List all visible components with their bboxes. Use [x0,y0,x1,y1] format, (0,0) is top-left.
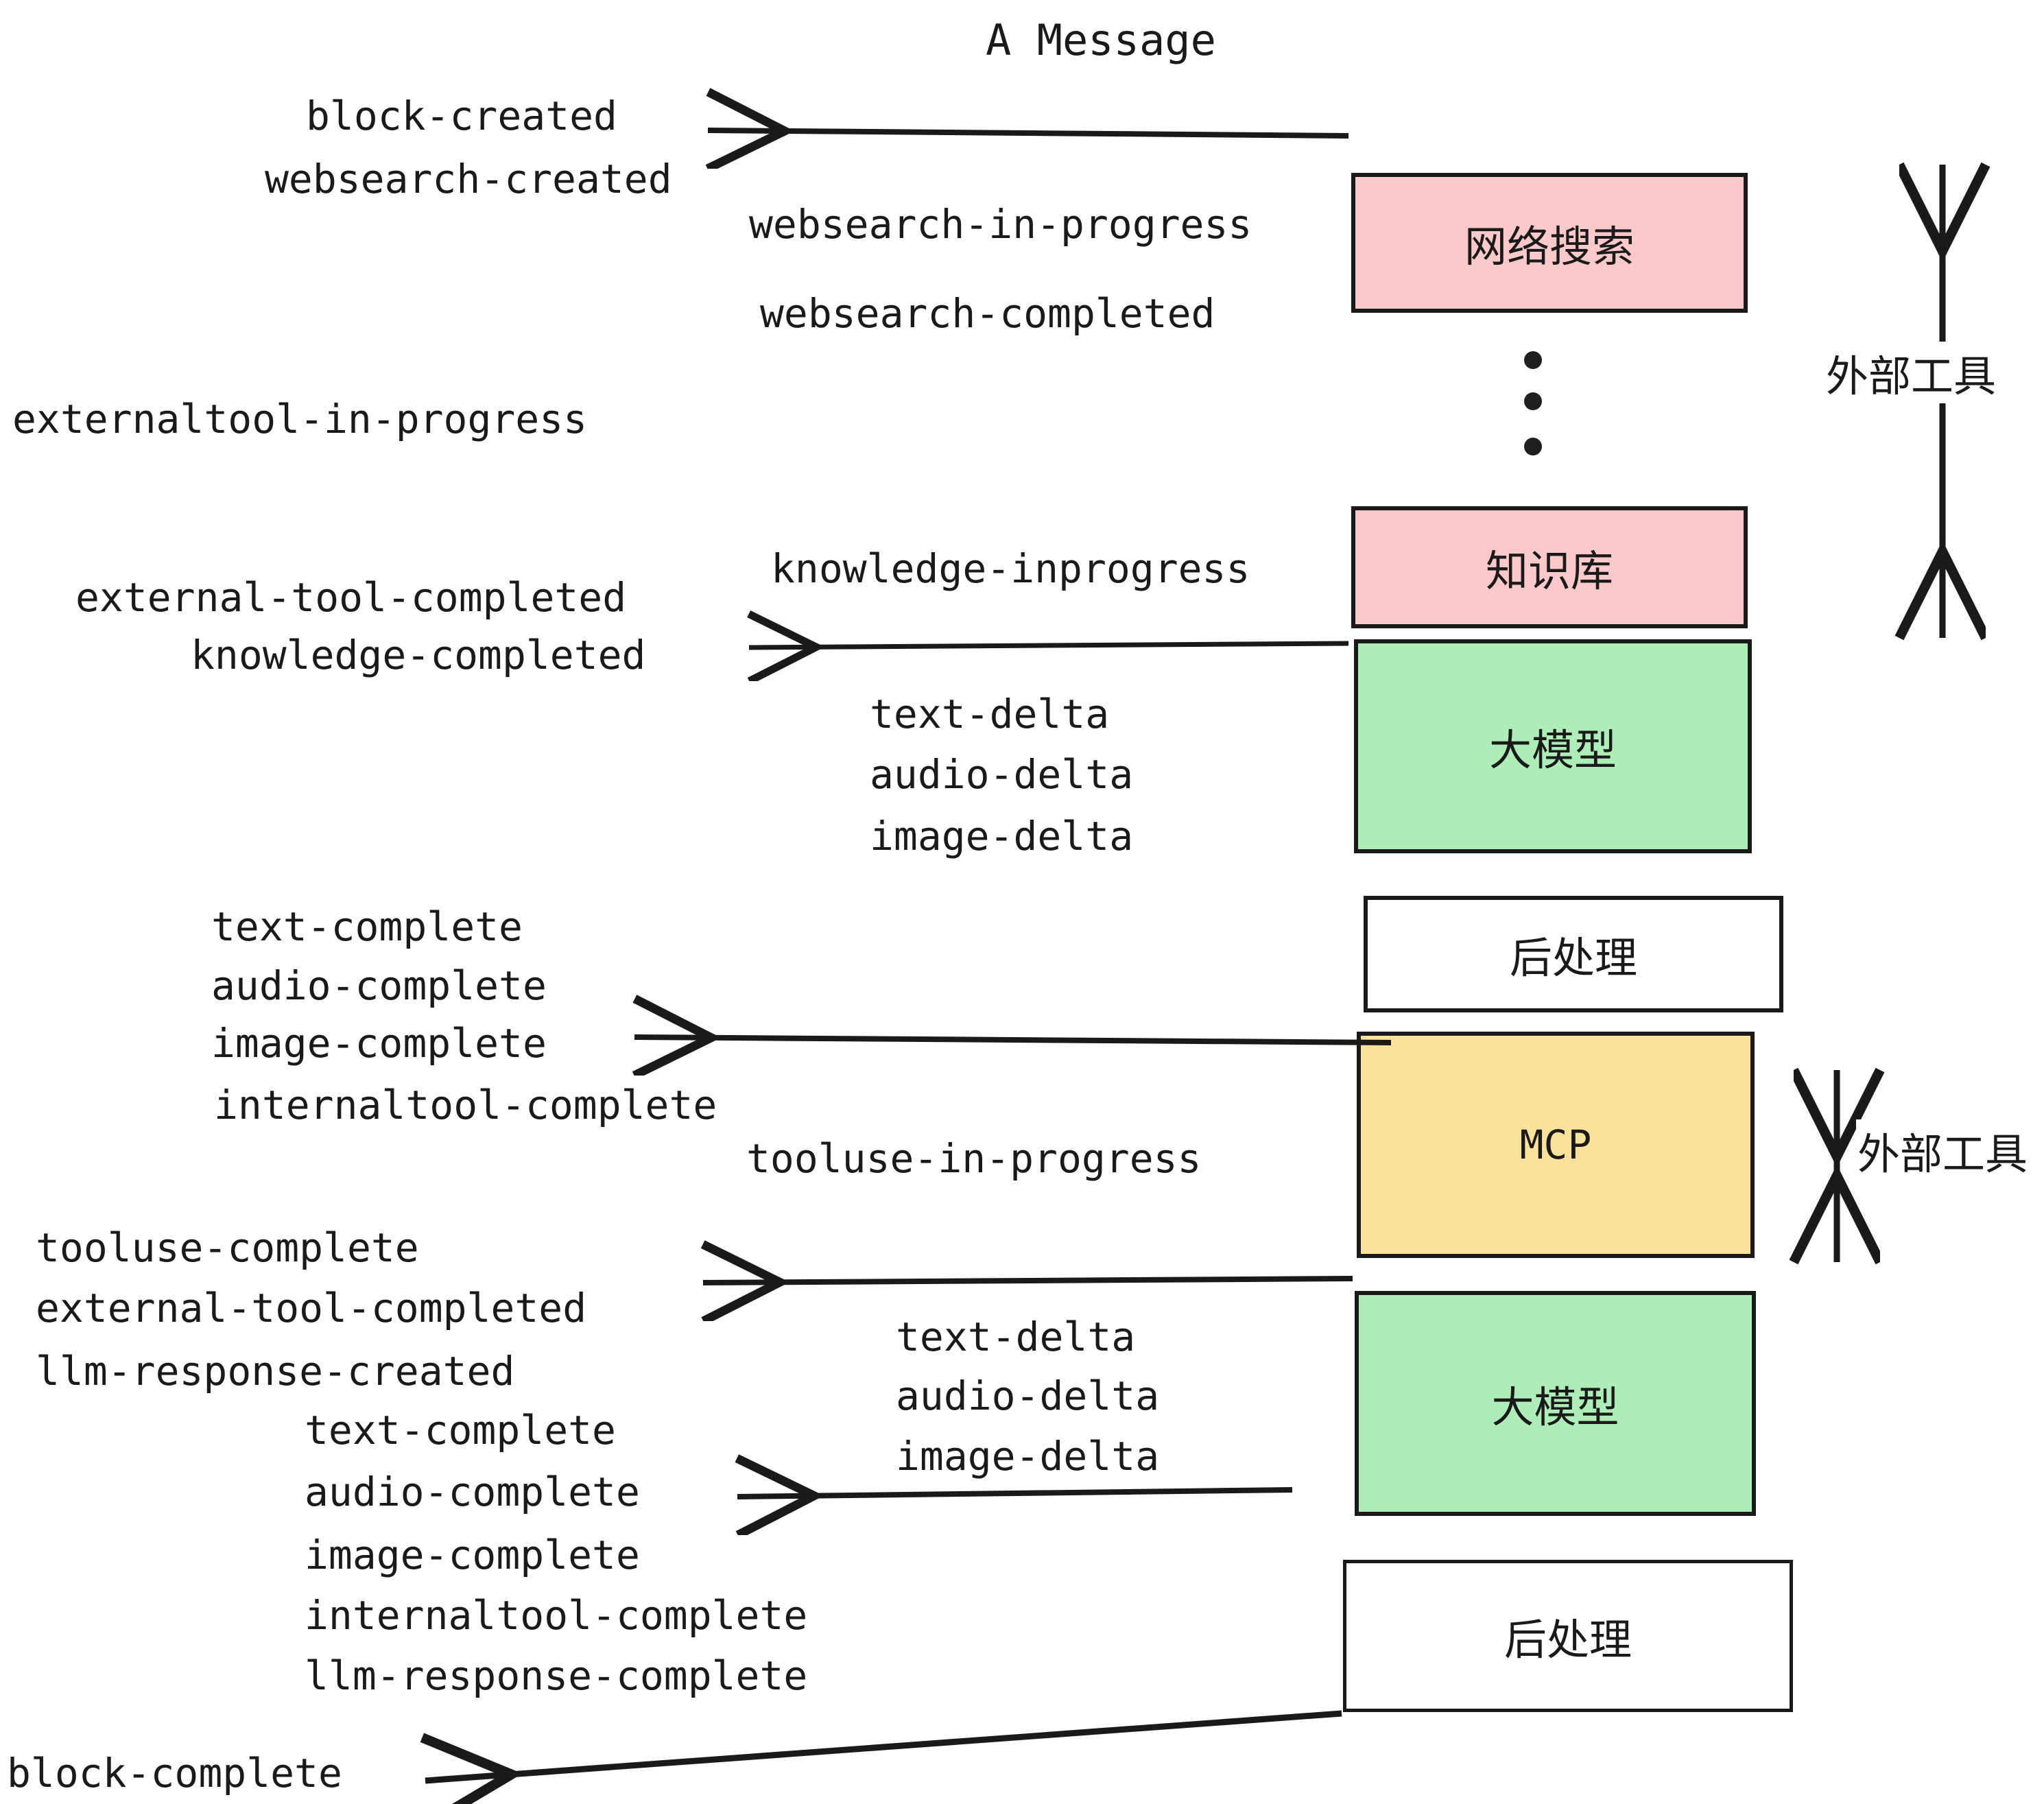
event-label-image-delta-2: image-delta [896,1433,1160,1480]
event-label-text-complete-2: text-complete [305,1407,616,1453]
node-mcp-label: MCP [1519,1121,1592,1168]
side-label-external-tool-bottom: 外部工具 [1856,1119,2030,1181]
event-label-audio-complete-1: audio-complete [211,962,547,1009]
event-label-block-created: block-created [306,93,617,139]
event-label-external-tool-completed-2: external-tool-completed [36,1285,587,1331]
node-websearch: 网络搜索 [1351,173,1748,313]
event-label-audio-complete-2: audio-complete [305,1469,640,1515]
event-label-text-delta-2: text-delta [896,1314,1136,1360]
event-label-external-tool-completed-1: external-tool-completed [75,574,627,621]
arrow-websearch-to-created [708,130,1349,136]
event-label-audio-delta-2: audio-delta [896,1373,1160,1419]
event-label-internaltool-complete-1: internaltool-complete [214,1082,717,1128]
node-postprocess-2: 后处理 [1343,1560,1793,1712]
event-label-externaltool-in-progress: externaltool-in-progress [12,396,588,442]
node-knowledge-label: 知识库 [1485,546,1613,596]
arrow-llm2-to-audio-complete [737,1490,1293,1497]
event-label-text-complete-1: text-complete [211,903,523,950]
arrow-knowledge-to-completed [749,643,1349,648]
event-label-websearch-completed: websearch-completed [760,290,1215,337]
side-label-external-tool-top: 外部工具 [1825,342,1998,403]
event-label-knowledge-completed: knowledge-completed [191,632,646,678]
diagram-title: A Message [986,15,1216,65]
node-llm-1: 大模型 [1354,639,1752,853]
node-knowledge: 知识库 [1351,506,1748,628]
node-llm-2-label: 大模型 [1491,1382,1619,1432]
node-llm-2: 大模型 [1355,1291,1756,1516]
event-label-image-complete-2: image-complete [305,1532,640,1578]
node-llm-1-label: 大模型 [1488,725,1617,775]
event-label-internaltool-complete-2: internaltool-complete [305,1592,808,1639]
event-label-websearch-in-progress: websearch-in-progress [749,201,1252,248]
arrow-mcp-to-tooluse-complete [703,1279,1353,1283]
event-label-tooluse-in-progress: tooluse-in-progress [746,1135,1202,1182]
event-label-block-complete: block-complete [7,1750,342,1796]
event-label-llm-response-complete: llm-response-complete [305,1652,808,1699]
event-label-websearch-created: websearch-created [265,156,672,202]
node-postprocess-1: 后处理 [1364,896,1783,1012]
event-label-llm-response-created: llm-response-created [36,1348,515,1394]
arrow-postprocess2-to-block-complete [425,1710,1342,1781]
ellipsis-dot-1 [1524,351,1542,369]
event-label-image-delta-1: image-delta [870,813,1134,859]
node-postprocess-2-label: 后处理 [1504,1615,1632,1665]
event-label-knowledge-inprogress: knowledge-inprogress [771,545,1250,592]
ellipsis-dot-3 [1524,438,1542,455]
event-label-tooluse-complete: tooluse-complete [36,1224,419,1271]
ellipsis-dot-2 [1524,392,1542,410]
node-mcp: MCP [1357,1032,1755,1258]
arrow-postprocess1-to-image-complete [634,1037,1392,1043]
event-label-audio-delta-1: audio-delta [870,751,1134,798]
node-postprocess-1-label: 后处理 [1509,933,1637,983]
event-label-image-complete-1: image-complete [211,1020,547,1067]
node-websearch-label: 网络搜索 [1464,222,1635,272]
event-label-text-delta-1: text-delta [870,691,1110,737]
